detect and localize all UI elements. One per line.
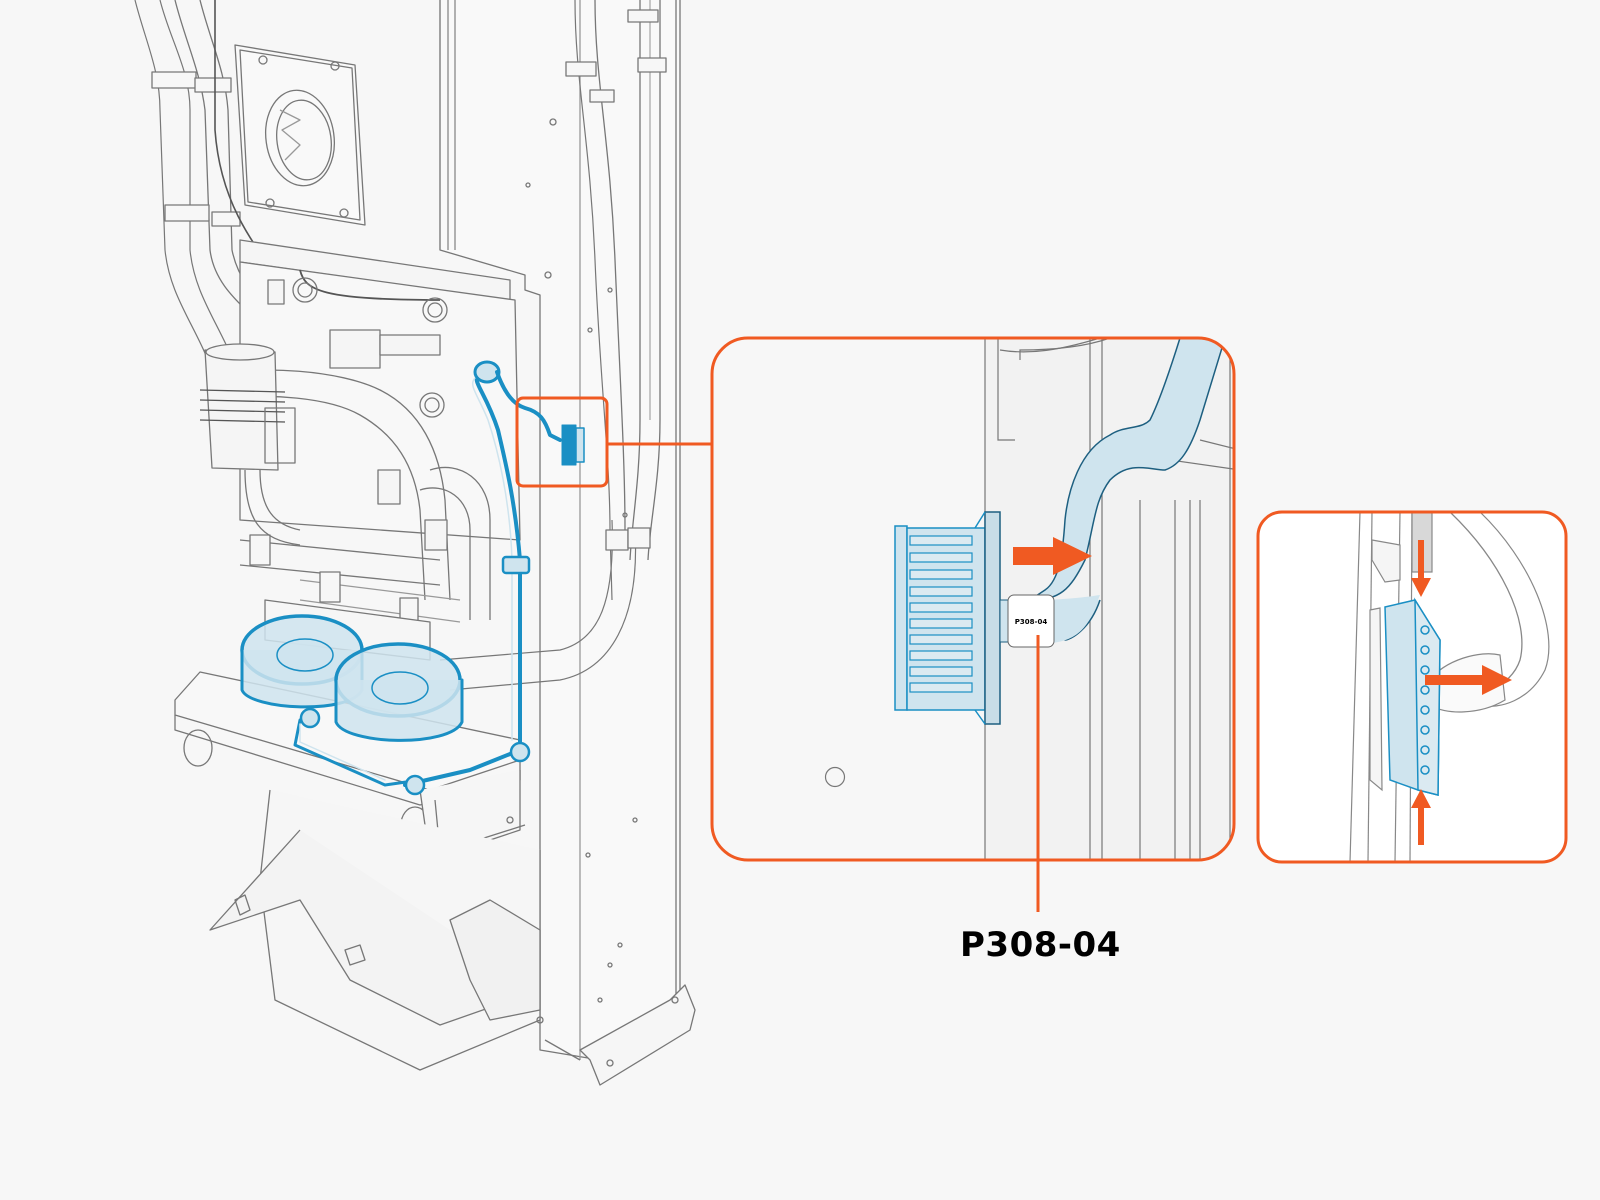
fan-assembly-highlight xyxy=(240,360,585,796)
connector-p308-04 xyxy=(894,511,1001,725)
detail-view-connector: P308-04 xyxy=(710,336,1236,862)
pull-arrow-icon xyxy=(1013,537,1092,575)
part-number-label: P308-04 xyxy=(960,925,1121,965)
connector-callout xyxy=(515,396,712,488)
wire-tag-label: P308-04 xyxy=(1015,618,1048,626)
pull-right-arrow-icon xyxy=(1425,665,1512,695)
callout-box xyxy=(515,396,609,488)
press-up-arrow-icon xyxy=(1411,789,1431,845)
latch-connector xyxy=(1384,597,1441,796)
detail-view-latch xyxy=(1256,510,1568,864)
main-machine-view xyxy=(134,0,696,1086)
wire-tag: P308-04 xyxy=(999,594,1055,648)
press-down-arrow-icon xyxy=(1411,540,1431,597)
